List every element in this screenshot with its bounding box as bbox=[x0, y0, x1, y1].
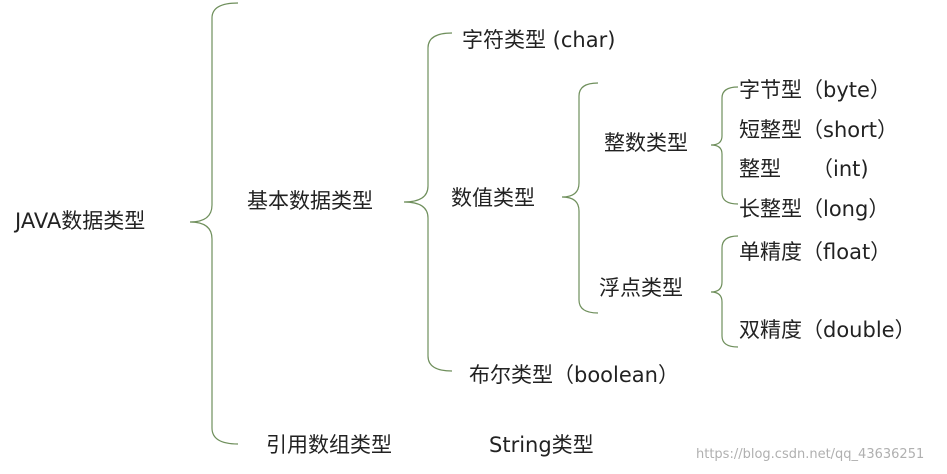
float-types-label: 浮点类型 bbox=[599, 276, 683, 300]
long-label: 长整型（long） bbox=[739, 197, 890, 221]
basic-types-label: 基本数据类型 bbox=[247, 189, 373, 213]
root-brace bbox=[189, 2, 239, 445]
double-label: 双精度（double） bbox=[739, 318, 916, 342]
integer-types-label: 整数类型 bbox=[604, 131, 688, 155]
float-brace bbox=[710, 235, 739, 348]
int-suffix-label: （int) bbox=[812, 157, 869, 181]
root-label: JAVA数据类型 bbox=[15, 209, 146, 233]
integer-brace bbox=[710, 86, 739, 205]
basic-brace bbox=[403, 32, 453, 372]
numeric-brace bbox=[561, 82, 599, 314]
watermark: https://blog.csdn.net/qq_43636251 bbox=[696, 447, 925, 462]
reference-types-label: 引用数组类型 bbox=[266, 433, 392, 457]
byte-label: 字节型（byte） bbox=[739, 78, 891, 102]
numeric-types-label: 数值类型 bbox=[451, 186, 535, 210]
float-label: 单精度（float） bbox=[739, 240, 892, 264]
string-type-label: String类型 bbox=[489, 433, 594, 457]
short-label: 短整型（short） bbox=[739, 118, 898, 142]
char-type-label: 字符类型 (char) bbox=[462, 28, 616, 52]
boolean-label: 布尔类型（boolean） bbox=[469, 363, 679, 387]
int-label: 整型 bbox=[739, 157, 781, 181]
